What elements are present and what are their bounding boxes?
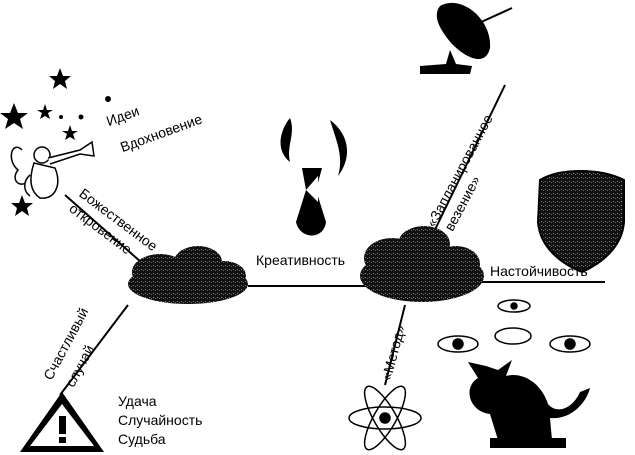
label-persistence: Настойчивость: [490, 263, 588, 279]
eyes-icon: [437, 299, 591, 353]
cat-icon: [468, 360, 590, 448]
star-icon: [62, 125, 78, 140]
stars-group: [0, 68, 111, 216]
connector-lines: [59, 84, 605, 396]
star-icon: [0, 103, 28, 129]
line-to-planned: [429, 84, 506, 241]
label-creativity: Креативность: [256, 252, 346, 268]
star-icon: [11, 195, 33, 216]
warning-triangle-icon: [20, 392, 104, 452]
label-chance: Случайность: [118, 412, 203, 428]
bomb-with-flames-icon: [280, 118, 348, 236]
star-icon: [49, 68, 71, 89]
star-icon: [105, 96, 111, 102]
star-icon: [78, 114, 84, 120]
label-fate: Судьба: [118, 431, 166, 447]
label-luck: Удача: [118, 393, 157, 409]
angel-trumpet-icon: [10, 140, 95, 199]
cloud-icon: [128, 246, 248, 304]
shield-icon: [536, 170, 625, 274]
line-to-lucky: [59, 304, 129, 396]
satellite-dish-icon: [420, 2, 513, 74]
cloud-icon: [360, 226, 484, 302]
line-to-divine: [64, 194, 151, 271]
atom-icon: [348, 385, 422, 451]
star-icon: [37, 104, 53, 119]
line-to-method: [384, 304, 406, 386]
star-icon: [59, 115, 63, 119]
